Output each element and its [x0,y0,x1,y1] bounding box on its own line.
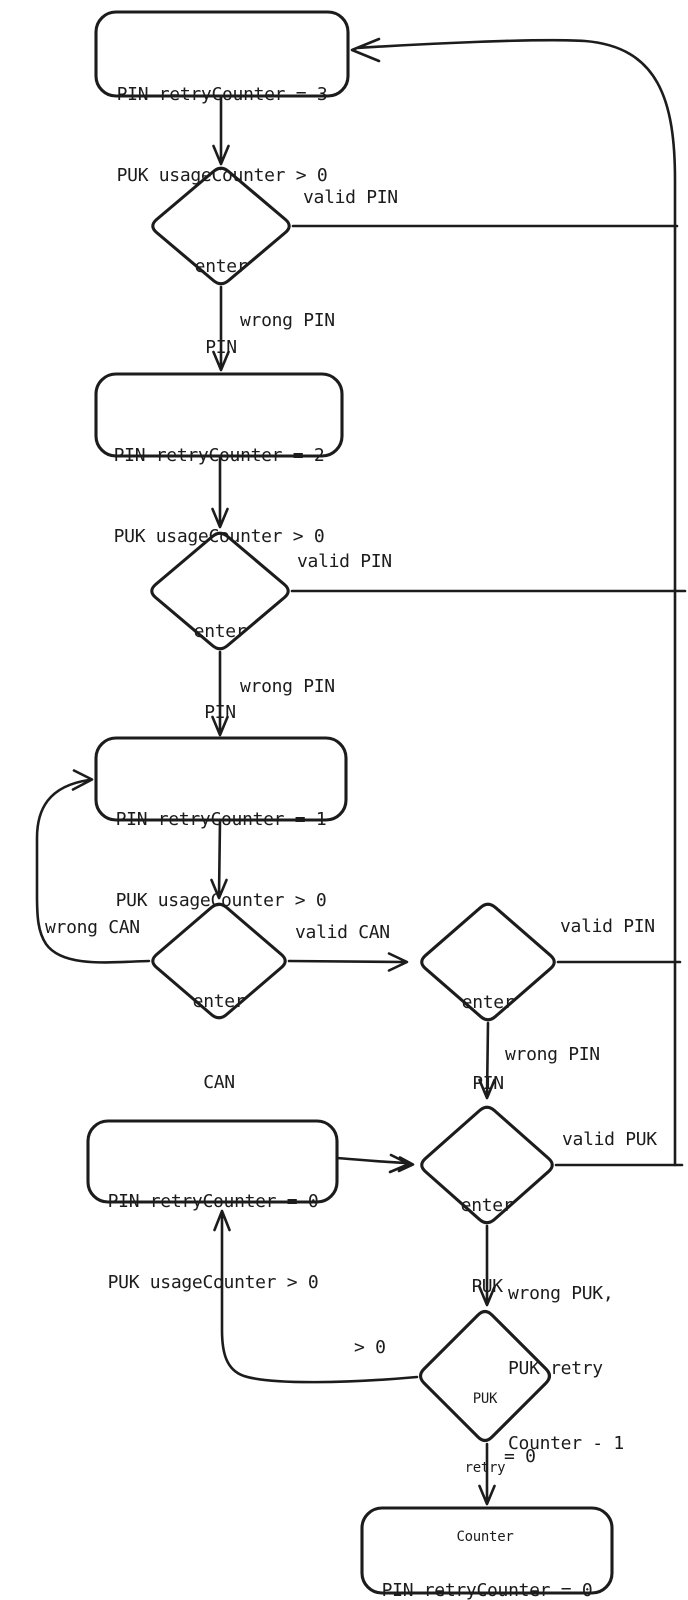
state-pin3-line1: PIN retryCounter = 3 [116,84,328,105]
edge-label-wrong-can: wrong CAN [45,917,140,938]
state-pin0-puk-ok-label: PIN retryCounter = 0 PUK usageCounter > … [107,1191,319,1293]
state-pin3-line2: PUK usageCounter > 0 [116,165,328,186]
edge-label-valid-pin-1: valid PIN [303,187,398,208]
edge-label-wrong-pin-2: wrong PIN [240,676,335,697]
edge-label-eq-zero: = 0 [504,1446,536,1467]
edge-valid-can [287,952,409,972]
state-blocked-box [360,1506,614,1595]
edge-puk-retry-gt-zero-loop [213,1209,419,1384]
edge-wrong-can-loop [35,769,151,964]
edge-label-gt-zero: > 0 [354,1337,386,1358]
state-blocked-label: PIN retryCounter = 0 PUK usageCounter = … [381,1580,593,1600]
edge-label-valid-pin-3: valid PIN [560,916,655,937]
decision-enter-pin-3-label: enter PIN [461,992,515,1094]
edge-pin2-to-enter-pin-2 [211,454,229,529]
decision-enter-can-diamond [151,902,287,1020]
edge-label-wrong-pin-1: wrong PIN [240,310,335,331]
decision-enter-pin-1-diamond [151,166,291,286]
edge-label-wrong-puk: wrong PUK, PUK retry Counter - 1 [508,1283,624,1454]
edge-pin3-to-enter-pin-1 [212,94,230,166]
decision-puk-retry-counter-label: PUK retry Counter [456,1391,514,1545]
edge-label-valid-can: valid CAN [295,922,390,943]
edge-label-valid-puk: valid PUK [562,1129,657,1150]
edge-puk-retry-eq-zero [478,1442,496,1506]
state-pin0-puk-ok-box [86,1119,339,1204]
decision-enter-pin-1-label: enter PIN [194,256,248,358]
decision-enter-puk-diamond [420,1105,554,1225]
edge-label-valid-pin-2: valid PIN [297,551,392,572]
edge-wrong-pin-3 [478,1021,496,1100]
edge-pin0-to-enter-puk [335,1153,415,1174]
decision-enter-can-label: enter CAN [192,991,246,1093]
state-pin3-label: PIN retryCounter = 3 PUK usageCounter > … [92,27,352,243]
decision-enter-pin-3-diamond [420,902,556,1022]
edge-wrong-pin-1 [212,285,230,372]
edge-wrong-puk [478,1224,496,1307]
decision-enter-puk-label: enter PUK [460,1195,514,1297]
edge-label-wrong-pin-3: wrong PIN [505,1044,600,1065]
edge-pin1-to-enter-can [210,818,228,900]
decision-puk-retry-counter-diamond [419,1310,551,1442]
state-pin1-label: PIN retryCounter = 1 PUK usageCounter > … [115,809,327,911]
decision-enter-pin-2-label: enter PIN [193,621,247,723]
edge-feedback-to-pin3 [350,37,677,1167]
state-pin2-label: PIN retryCounter = 2 PUK usageCounter > … [113,445,325,547]
decision-enter-pin-2-diamond [150,531,290,651]
edge-wrong-pin-2 [211,650,229,737]
